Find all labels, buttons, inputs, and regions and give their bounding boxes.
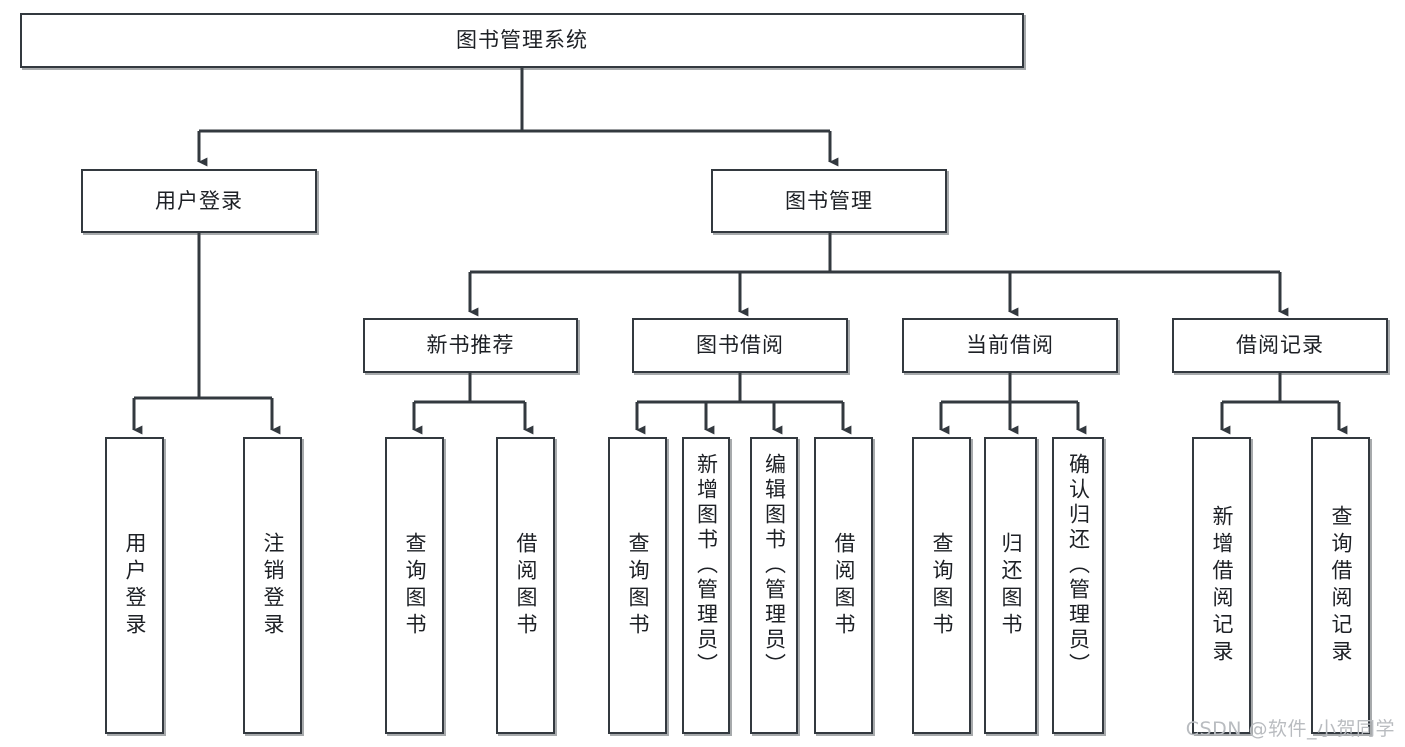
leaf-edit-book[interactable]: 编辑图书（管理员） [750,437,798,734]
node-label: 确认归还（管理员） [1066,453,1091,678]
node-label: 查询图书 [403,531,427,640]
node-label: 当前借阅 [966,333,1054,358]
node-book-manage[interactable]: 图书管理 [711,169,947,233]
node-label: 借阅记录 [1236,333,1324,358]
node-label: 查询图书 [626,531,650,640]
node-label: 查询借阅记录 [1329,504,1353,667]
leaf-query-book-current[interactable]: 查询图书 [912,437,971,734]
node-label: 新增借阅记录 [1210,504,1234,667]
node-label: 注销登录 [261,531,285,640]
node-book-borrow[interactable]: 图书借阅 [632,318,848,373]
node-new-book-recommend[interactable]: 新书推荐 [363,318,578,373]
node-label: 借阅图书 [832,531,856,640]
node-user-login[interactable]: 用户登录 [81,169,317,233]
node-system-root[interactable]: 图书管理系统 [20,13,1024,68]
node-label: 用户登录 [123,531,147,640]
node-label: 图书借阅 [696,333,784,358]
node-label: 借阅图书 [514,531,538,640]
leaf-return-book[interactable]: 归还图书 [984,437,1037,734]
node-current-borrow[interactable]: 当前借阅 [902,318,1118,373]
leaf-add-borrow-record[interactable]: 新增借阅记录 [1192,437,1251,734]
leaf-logout-login[interactable]: 注销登录 [243,437,302,734]
leaf-borrow-book-recommend[interactable]: 借阅图书 [496,437,555,734]
leaf-query-book-borrow[interactable]: 查询图书 [608,437,667,734]
node-label: 新书推荐 [426,333,515,358]
node-label: 查询图书 [930,531,954,640]
node-borrow-record[interactable]: 借阅记录 [1172,318,1388,373]
node-label: 图书管理 [785,188,873,213]
leaf-confirm-return[interactable]: 确认归还（管理员） [1052,437,1104,734]
node-label: 编辑图书（管理员） [762,453,787,678]
watermark-text: CSDN @软件_小贺同学 [1185,718,1395,740]
leaf-borrow-book[interactable]: 借阅图书 [814,437,873,734]
leaf-add-book[interactable]: 新增图书（管理员） [682,437,730,734]
leaf-user-login[interactable]: 用户登录 [105,437,164,734]
node-label: 新增图书（管理员） [694,453,719,678]
leaf-query-book-recommend[interactable]: 查询图书 [385,437,444,734]
leaf-query-borrow-record[interactable]: 查询借阅记录 [1311,437,1370,734]
node-label: 图书管理系统 [456,28,588,53]
node-label: 用户登录 [155,188,243,213]
node-label: 归还图书 [999,531,1023,640]
